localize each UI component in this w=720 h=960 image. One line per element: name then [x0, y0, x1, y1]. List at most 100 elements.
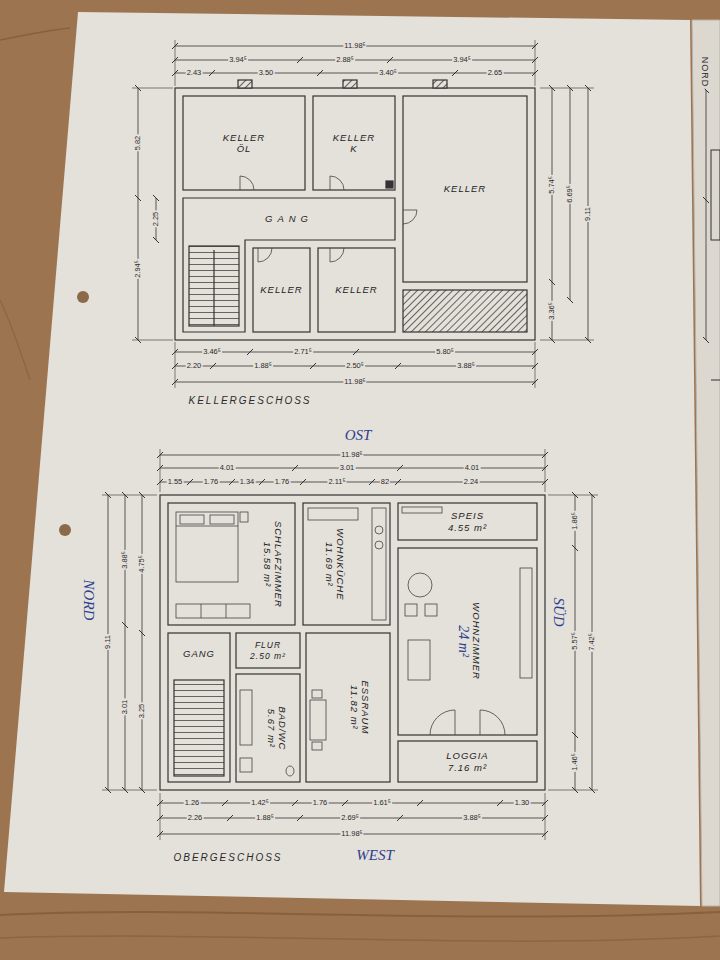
dimension-label: 2.69⁵	[340, 814, 360, 822]
furniture	[308, 508, 358, 520]
furniture	[176, 526, 238, 527]
room-name: KELLER	[335, 284, 377, 295]
dimension-label: 1.76	[274, 478, 291, 486]
dimension-label: 1.46⁵	[571, 752, 579, 772]
room-text-group: KELLERÖL	[223, 132, 265, 155]
room-label: 24 m²	[453, 626, 470, 658]
paper-sheet	[59, 524, 71, 536]
room: LOGGIA7.16 m²	[398, 741, 537, 782]
dimension-label: 82	[380, 478, 390, 486]
basement-walls	[403, 96, 527, 282]
furniture	[520, 568, 532, 678]
room-label: 2.50 m²	[250, 651, 286, 661]
furniture	[201, 604, 202, 618]
room: KELLERÖL	[183, 96, 305, 190]
room-label: 11.69 m²	[323, 542, 334, 587]
dimension-lines	[175, 352, 535, 353]
table-background	[0, 300, 30, 380]
room-name: SPEIS	[451, 510, 484, 521]
dimension-label: 1.42⁵	[250, 799, 270, 807]
room-label: 15.58 m²	[261, 541, 272, 587]
basement-walls	[386, 181, 393, 188]
room-text-group: KELLERK	[333, 132, 375, 155]
next-page	[692, 20, 720, 906]
furniture	[408, 573, 432, 597]
dimension-label: 11.98⁵	[340, 830, 363, 838]
furniture	[312, 690, 322, 698]
paper-sheet	[4, 12, 700, 906]
room: GANG	[183, 198, 395, 240]
extension-lines	[175, 342, 176, 388]
basement-walls	[313, 96, 395, 190]
extension-lines	[540, 88, 594, 89]
room-text-group: ESSRAUM11.82 m²	[349, 681, 372, 735]
furniture	[430, 710, 455, 735]
dimension-label: 11.98⁵	[343, 378, 366, 386]
room: BAD/WC5.67 m²	[254, 674, 300, 782]
handwritten-note: OST	[344, 428, 373, 443]
extension-lines	[132, 88, 173, 89]
dimension-label: 9.11	[104, 634, 112, 650]
basement-doors	[403, 210, 417, 224]
page-edge-label: NORD	[700, 56, 709, 89]
upper-walls	[160, 495, 545, 790]
room-text-group: GANG	[265, 213, 313, 224]
table-background	[0, 936, 720, 941]
basement-walls	[318, 248, 395, 332]
dimension-lines	[125, 495, 126, 790]
extension-lines	[535, 342, 536, 388]
basement-walls	[238, 80, 252, 88]
basement-walls	[343, 80, 357, 88]
room: GANG	[168, 636, 230, 672]
dimension-label: 4.01	[219, 464, 236, 472]
dimension-label: 3.88⁵	[456, 362, 476, 370]
dimension-label: 6.69⁵	[566, 184, 574, 204]
upper-walls	[398, 741, 537, 782]
furniture	[405, 604, 417, 616]
room-name: WOHNKÜCHE	[334, 528, 345, 600]
furniture	[176, 604, 250, 618]
next-page	[692, 20, 720, 906]
table-background	[0, 28, 70, 40]
room-label: ÖL	[237, 143, 252, 154]
dimension-label: 2.24	[463, 478, 480, 486]
room-text-group: SPEIS4.55 m²	[448, 510, 487, 533]
basement-doors	[330, 176, 344, 190]
dimension-label: 2.50⁵	[345, 362, 365, 370]
dimension-label: 2.94⁵	[134, 259, 142, 279]
dimension-label: 1.88⁵	[255, 814, 275, 822]
basement-walls	[433, 80, 447, 88]
upper-walls	[168, 633, 230, 782]
room: SPEIS4.55 m²	[398, 503, 537, 540]
furniture	[375, 526, 383, 534]
furniture	[210, 515, 234, 524]
furniture	[402, 507, 442, 513]
dimension-label: 1.86⁵	[571, 511, 579, 531]
room-text-group: WOHNZIMMER24 m²	[453, 603, 481, 681]
dimension-label: 1.34	[239, 478, 256, 486]
room-label: 4.55 m²	[448, 522, 487, 533]
paper-sheet	[77, 291, 89, 303]
handwritten-note: SÜD	[551, 596, 566, 627]
furniture	[480, 710, 505, 735]
furniture	[240, 512, 248, 522]
dimension-label: 2.43	[186, 69, 203, 77]
dimension-lines	[160, 803, 545, 804]
basement-walls	[189, 246, 239, 326]
room: KELLERK	[313, 96, 395, 190]
room: ESSRAUM11.82 m²	[330, 633, 390, 782]
extension-lines	[160, 793, 161, 840]
dimension-label: 5.80⁵	[435, 348, 455, 356]
table-background	[0, 912, 720, 917]
dimension-label: 2.88⁵	[335, 56, 355, 64]
dimension-lines	[175, 73, 535, 74]
dimension-label: 11.98⁵	[343, 42, 366, 50]
dimension-label: 3.01	[121, 699, 129, 716]
extension-lines	[102, 495, 157, 496]
dimension-label: 3.46⁵	[202, 348, 222, 356]
room-name: BAD/WC	[277, 706, 288, 750]
room-text-group: GANG	[183, 648, 215, 659]
dimension-label: 2.65	[487, 69, 504, 77]
